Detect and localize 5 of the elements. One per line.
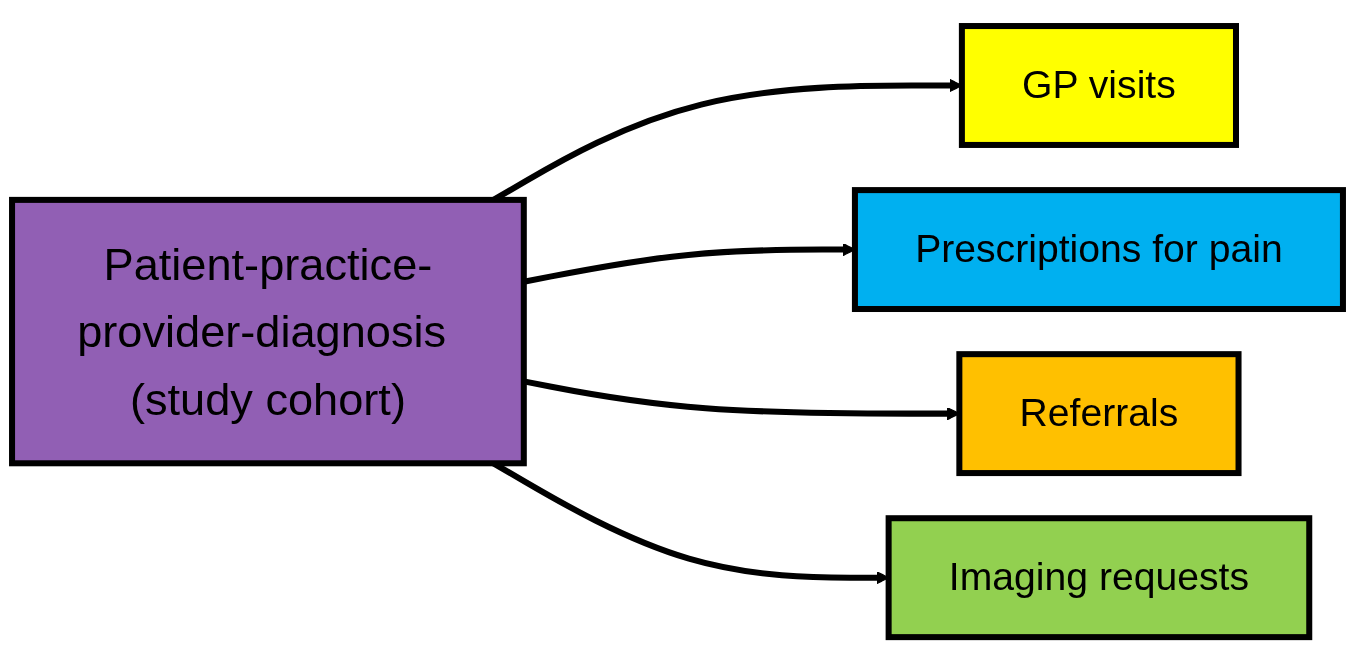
node-box: Patient-practice-provider-diagnosis (study cohort) [9, 197, 527, 467]
node-box: GP visits [958, 23, 1239, 149]
node-box: Prescriptions for pain [851, 187, 1346, 313]
node-box: Imaging requests [885, 515, 1313, 641]
node-box: Referrals [956, 351, 1242, 477]
